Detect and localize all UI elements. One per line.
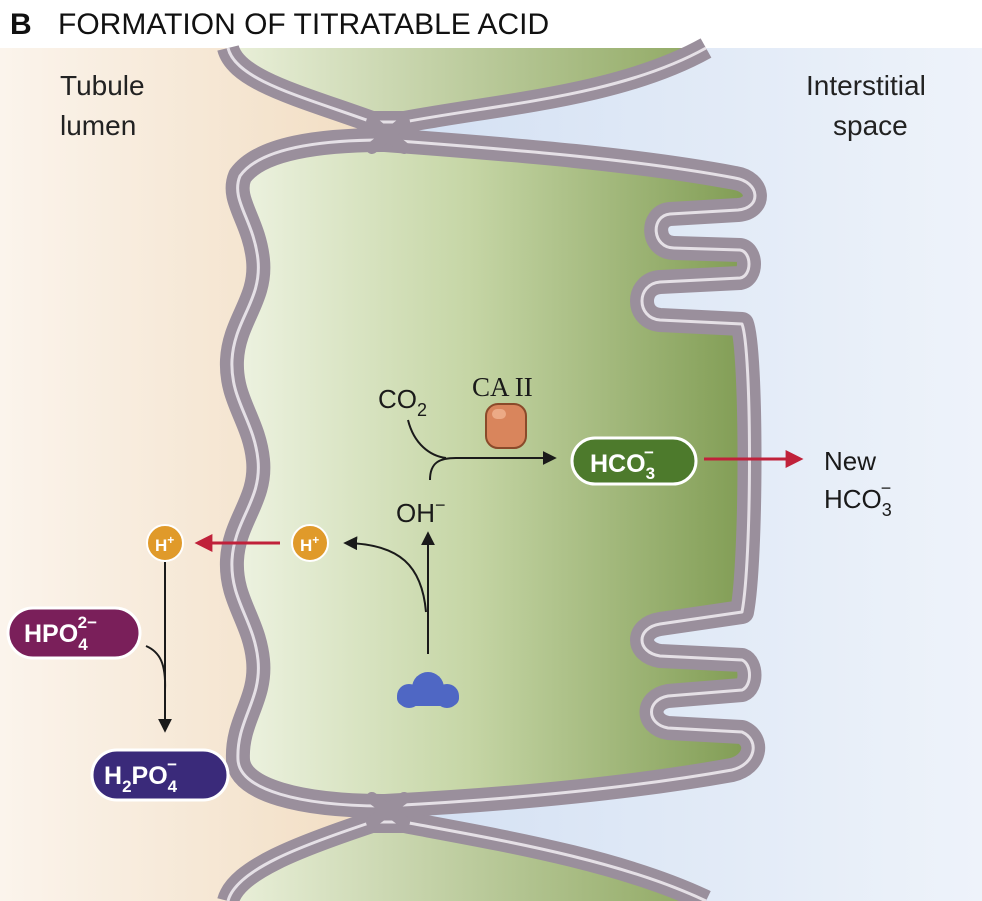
hydroxide-label: OH− [396,495,446,528]
water-to-h-arrow [343,536,427,613]
dihydrogen-phosphate-badge [90,748,230,802]
lower-tight-junction [366,792,410,828]
tubule-cell-membrane-highlight [230,138,757,808]
proton-in-cell-icon [291,524,329,562]
lower-cell-membrane-highlight [226,820,707,901]
tubule-lumen-label-line1: Tubule [60,70,145,101]
hydrogen-phosphate-badge [6,606,142,660]
phosphate-join-curve [145,645,167,691]
proton-in-cell-label: H+ [300,533,319,555]
bicarbonate-label: HCO3− [590,443,655,483]
carbonic-anhydrase-label: CA II [472,372,533,402]
panel-letter: B [10,8,32,41]
tubule-cell [219,128,767,818]
interstitial-label-line1: Interstitial [806,70,926,101]
carbonic-anhydrase-enzyme-icon [485,403,527,449]
dihydrogen-phosphate-label: H2PO4− [104,755,178,796]
co2-label: CO2 [378,384,427,420]
new-bicarbonate-label-line2: HCO3− [824,478,892,520]
enzyme-highlight [492,409,506,419]
upper-cell-membrane-highlight [226,46,707,124]
proton-in-lumen-icon [146,524,184,562]
hydrogen-phosphate-label: HPO42− [24,613,97,654]
co2-to-reaction-curve [407,419,447,459]
new-bicarbonate-label-line1: New [824,446,876,476]
water-molecule-icon [397,672,459,708]
figure-title: FORMATION OF TITRATABLE ACID [58,8,549,41]
tubule-lumen-label-line2: lumen [60,110,136,141]
upper-tight-junction [366,116,410,154]
proton-in-lumen-label: H+ [155,533,174,555]
interstitial-label-line2: space [833,110,908,141]
bicarbonate-badge [570,436,698,486]
reaction-to-hco3-arrow [429,451,557,481]
